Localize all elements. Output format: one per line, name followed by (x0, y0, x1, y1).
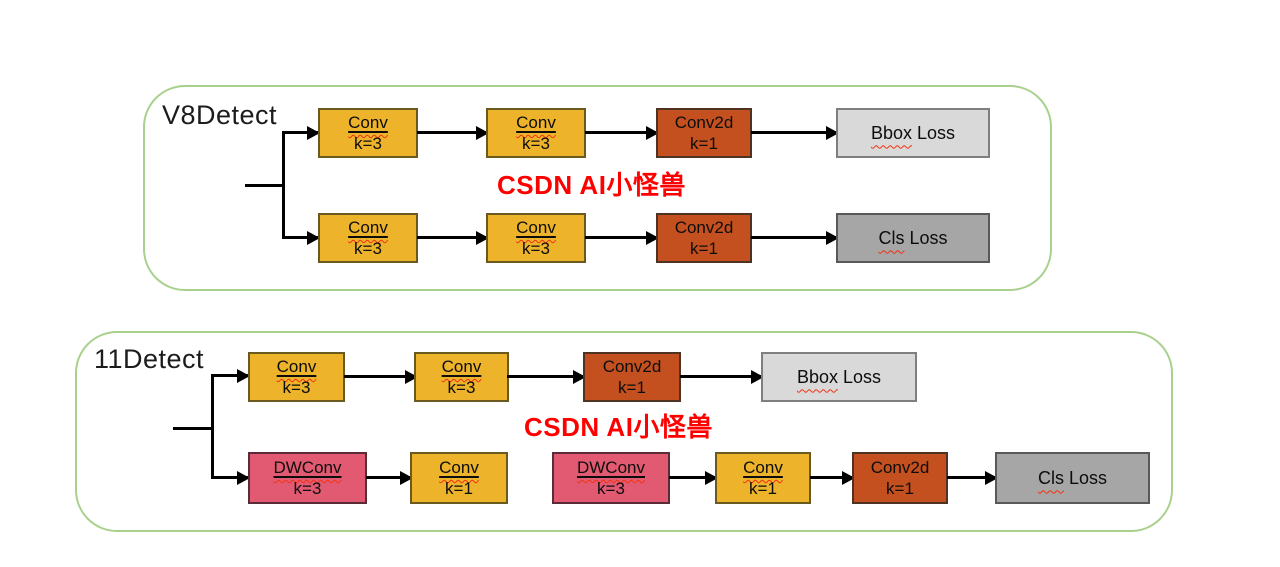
flow-arrow (585, 131, 657, 134)
kernel-size-label: k=1 (886, 479, 914, 498)
dwconv-block: DWConv k=3 (552, 452, 670, 504)
block-label-text: Conv (439, 458, 479, 477)
block-label: DWConv (577, 457, 645, 478)
conv-block: Conv k=3 (486, 213, 586, 263)
block-label: Conv2d (870, 458, 930, 477)
kernel-size-label: k=1 (445, 479, 473, 498)
input-stub-line (173, 427, 212, 430)
conv2d-block: Conv2d k=1 (583, 352, 681, 402)
block-label: Conv (439, 457, 479, 478)
kernel-size-label: k=3 (522, 239, 550, 258)
loss-word-2: Loss (1068, 467, 1108, 488)
conv-block: Conv k=1 (410, 452, 508, 504)
kernel-size-label: k=3 (522, 134, 550, 153)
branch-arrow-bottom (212, 476, 248, 479)
block-label: Conv (277, 356, 317, 377)
block-label-text: Conv (516, 218, 556, 237)
conv-block: Conv k=3 (318, 108, 418, 158)
kernel-size-label: k=3 (354, 134, 382, 153)
block-label: Conv2d (674, 113, 734, 132)
block-label-text: Conv (276, 357, 317, 376)
kernel-size-label: k=1 (749, 479, 777, 498)
flow-arrow (417, 131, 487, 134)
loss-label: Cls Loss (1038, 468, 1107, 489)
branch-arrow-bottom (283, 236, 318, 239)
kernel-size-label: k=3 (282, 378, 311, 397)
kernel-size-label: k=1 (690, 239, 718, 258)
conv-block: Conv k=3 (414, 352, 509, 402)
cls-loss-block: Cls Loss (836, 213, 990, 263)
block-label-text: Conv (516, 113, 556, 132)
kernel-size-label: k=3 (447, 378, 476, 397)
block-label-text: Conv (743, 458, 783, 477)
block-label-text: Conv (441, 357, 482, 376)
dwconv-block: DWConv k=3 (248, 452, 367, 504)
kernel-size-label: k=3 (293, 479, 322, 498)
11detect-title: 11Detect (94, 344, 205, 374)
loss-word-1: Bbox (870, 122, 912, 143)
conv-block: Conv k=1 (715, 452, 811, 504)
conv-block: Conv k=3 (248, 352, 345, 402)
flow-arrow (507, 375, 584, 378)
bbox-loss-block: Bbox Loss (761, 352, 917, 402)
block-label: Conv (348, 217, 388, 238)
block-label: Conv (743, 457, 783, 478)
branch-arrow-top (283, 131, 318, 134)
v8detect-title: V8Detect (162, 100, 278, 130)
loss-label: Cls Loss (878, 228, 947, 249)
conv2d-block: Conv2d k=1 (852, 452, 948, 504)
loss-word-1: Cls (878, 227, 905, 248)
block-label: Conv2d (602, 357, 662, 376)
flow-arrow (751, 236, 837, 239)
flow-arrow (680, 375, 762, 378)
flow-arrow (669, 476, 716, 479)
flow-arrow (810, 476, 853, 479)
loss-word-2: Loss (917, 122, 956, 143)
input-stub-line (245, 184, 283, 187)
kernel-size-label: k=1 (690, 134, 718, 153)
conv-block: Conv k=3 (318, 213, 418, 263)
conv-block: Conv k=3 (486, 108, 586, 158)
block-label-text: Conv (348, 218, 388, 237)
bbox-loss-block: Bbox Loss (836, 108, 990, 158)
block-label-text: DWConv (576, 458, 645, 477)
block-label: Conv2d (674, 218, 734, 237)
conv2d-block: Conv2d k=1 (656, 213, 752, 263)
loss-word-2: Loss (909, 227, 948, 248)
block-label-text: DWConv (273, 458, 342, 477)
loss-label: Bbox Loss (797, 367, 881, 388)
loss-word-1: Bbox (796, 366, 838, 387)
watermark-text: CSDN AI小怪兽 (497, 170, 686, 200)
kernel-size-label: k=3 (354, 239, 382, 258)
cls-loss-block: Cls Loss (995, 452, 1150, 504)
block-label: DWConv (273, 457, 341, 478)
watermark-text: CSDN AI小怪兽 (524, 412, 713, 442)
branch-vertical-line (211, 374, 214, 479)
block-label: Conv (348, 112, 388, 133)
flow-arrow (344, 375, 416, 378)
branch-vertical-line (282, 131, 285, 239)
block-label-text: Conv (348, 113, 388, 132)
flow-arrow (947, 476, 996, 479)
kernel-size-label: k=3 (597, 479, 625, 498)
block-label: Conv (516, 112, 556, 133)
loss-label: Bbox Loss (871, 123, 955, 144)
loss-word-2: Loss (843, 366, 882, 387)
conv2d-block: Conv2d k=1 (656, 108, 752, 158)
loss-word-1: Cls (1037, 467, 1064, 488)
flow-arrow (751, 131, 837, 134)
kernel-size-label: k=1 (618, 378, 646, 397)
block-label: Conv (442, 356, 482, 377)
block-label: Conv (516, 217, 556, 238)
flow-arrow (585, 236, 657, 239)
flow-arrow (417, 236, 487, 239)
branch-arrow-top (212, 374, 248, 377)
flow-arrow (366, 476, 411, 479)
